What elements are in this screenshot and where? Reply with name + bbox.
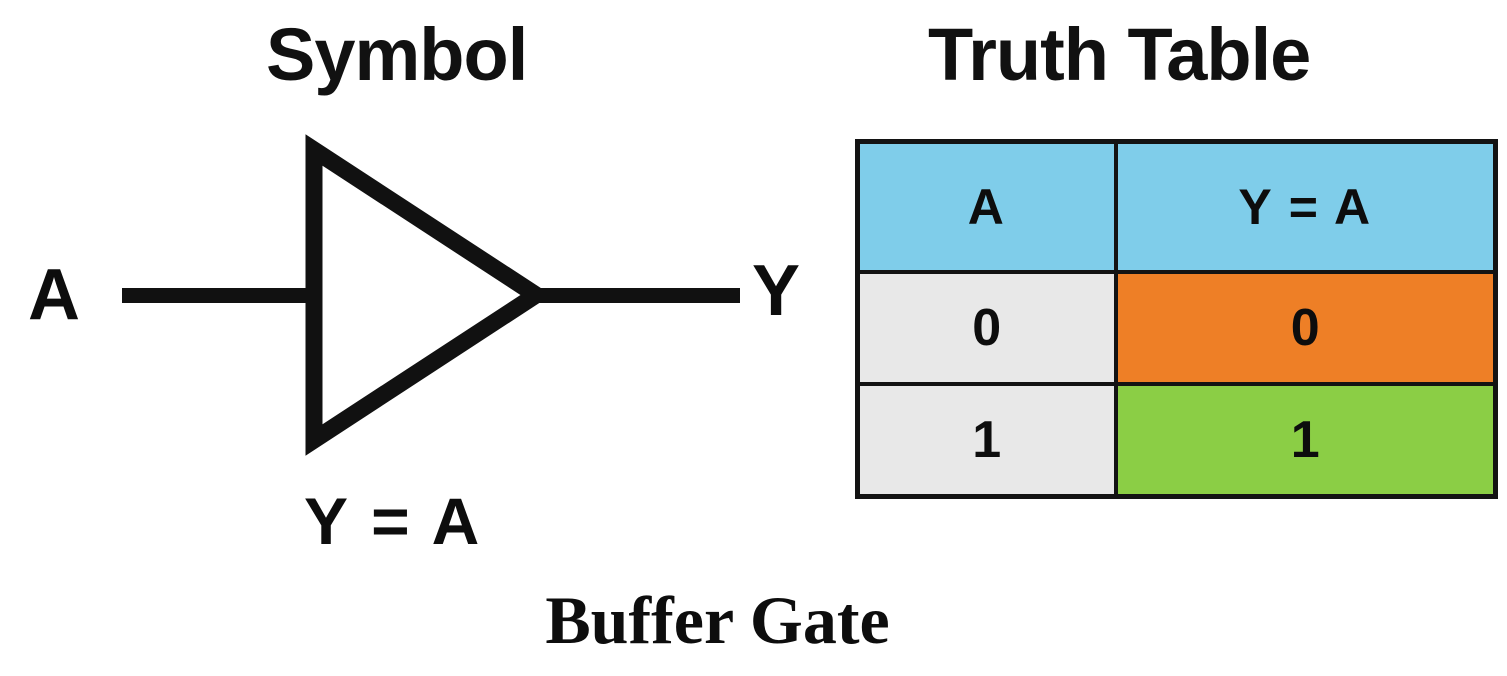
buffer-gate-symbol (122, 134, 740, 456)
table-row: 1 1 (855, 382, 1498, 499)
gate-triangle (305, 134, 552, 456)
output-wire (524, 288, 740, 303)
table-row: 0 0 (855, 270, 1498, 386)
symbol-section-title: Symbol (266, 13, 528, 96)
column-header-y: Y = A (1113, 139, 1498, 274)
symbol-equation: Y = A (304, 484, 483, 558)
truth-table: A Y = A 0 0 1 1 (855, 139, 1498, 499)
column-header-a: A (855, 139, 1118, 274)
cell-input-row1: 1 (855, 382, 1118, 499)
cell-input-row0: 0 (855, 270, 1118, 386)
symbol-panel: Symbol A Y Y = A (28, 13, 801, 558)
input-wire (122, 288, 314, 303)
table-header-row: A Y = A (855, 139, 1498, 274)
output-label-y: Y (752, 251, 801, 331)
cell-output-row1: 1 (1113, 382, 1498, 499)
truth-table-section-title: Truth Table (928, 13, 1311, 96)
cell-output-row0: 0 (1113, 270, 1498, 386)
diagram-caption: Buffer Gate (545, 582, 890, 658)
input-label-a: A (28, 255, 80, 335)
